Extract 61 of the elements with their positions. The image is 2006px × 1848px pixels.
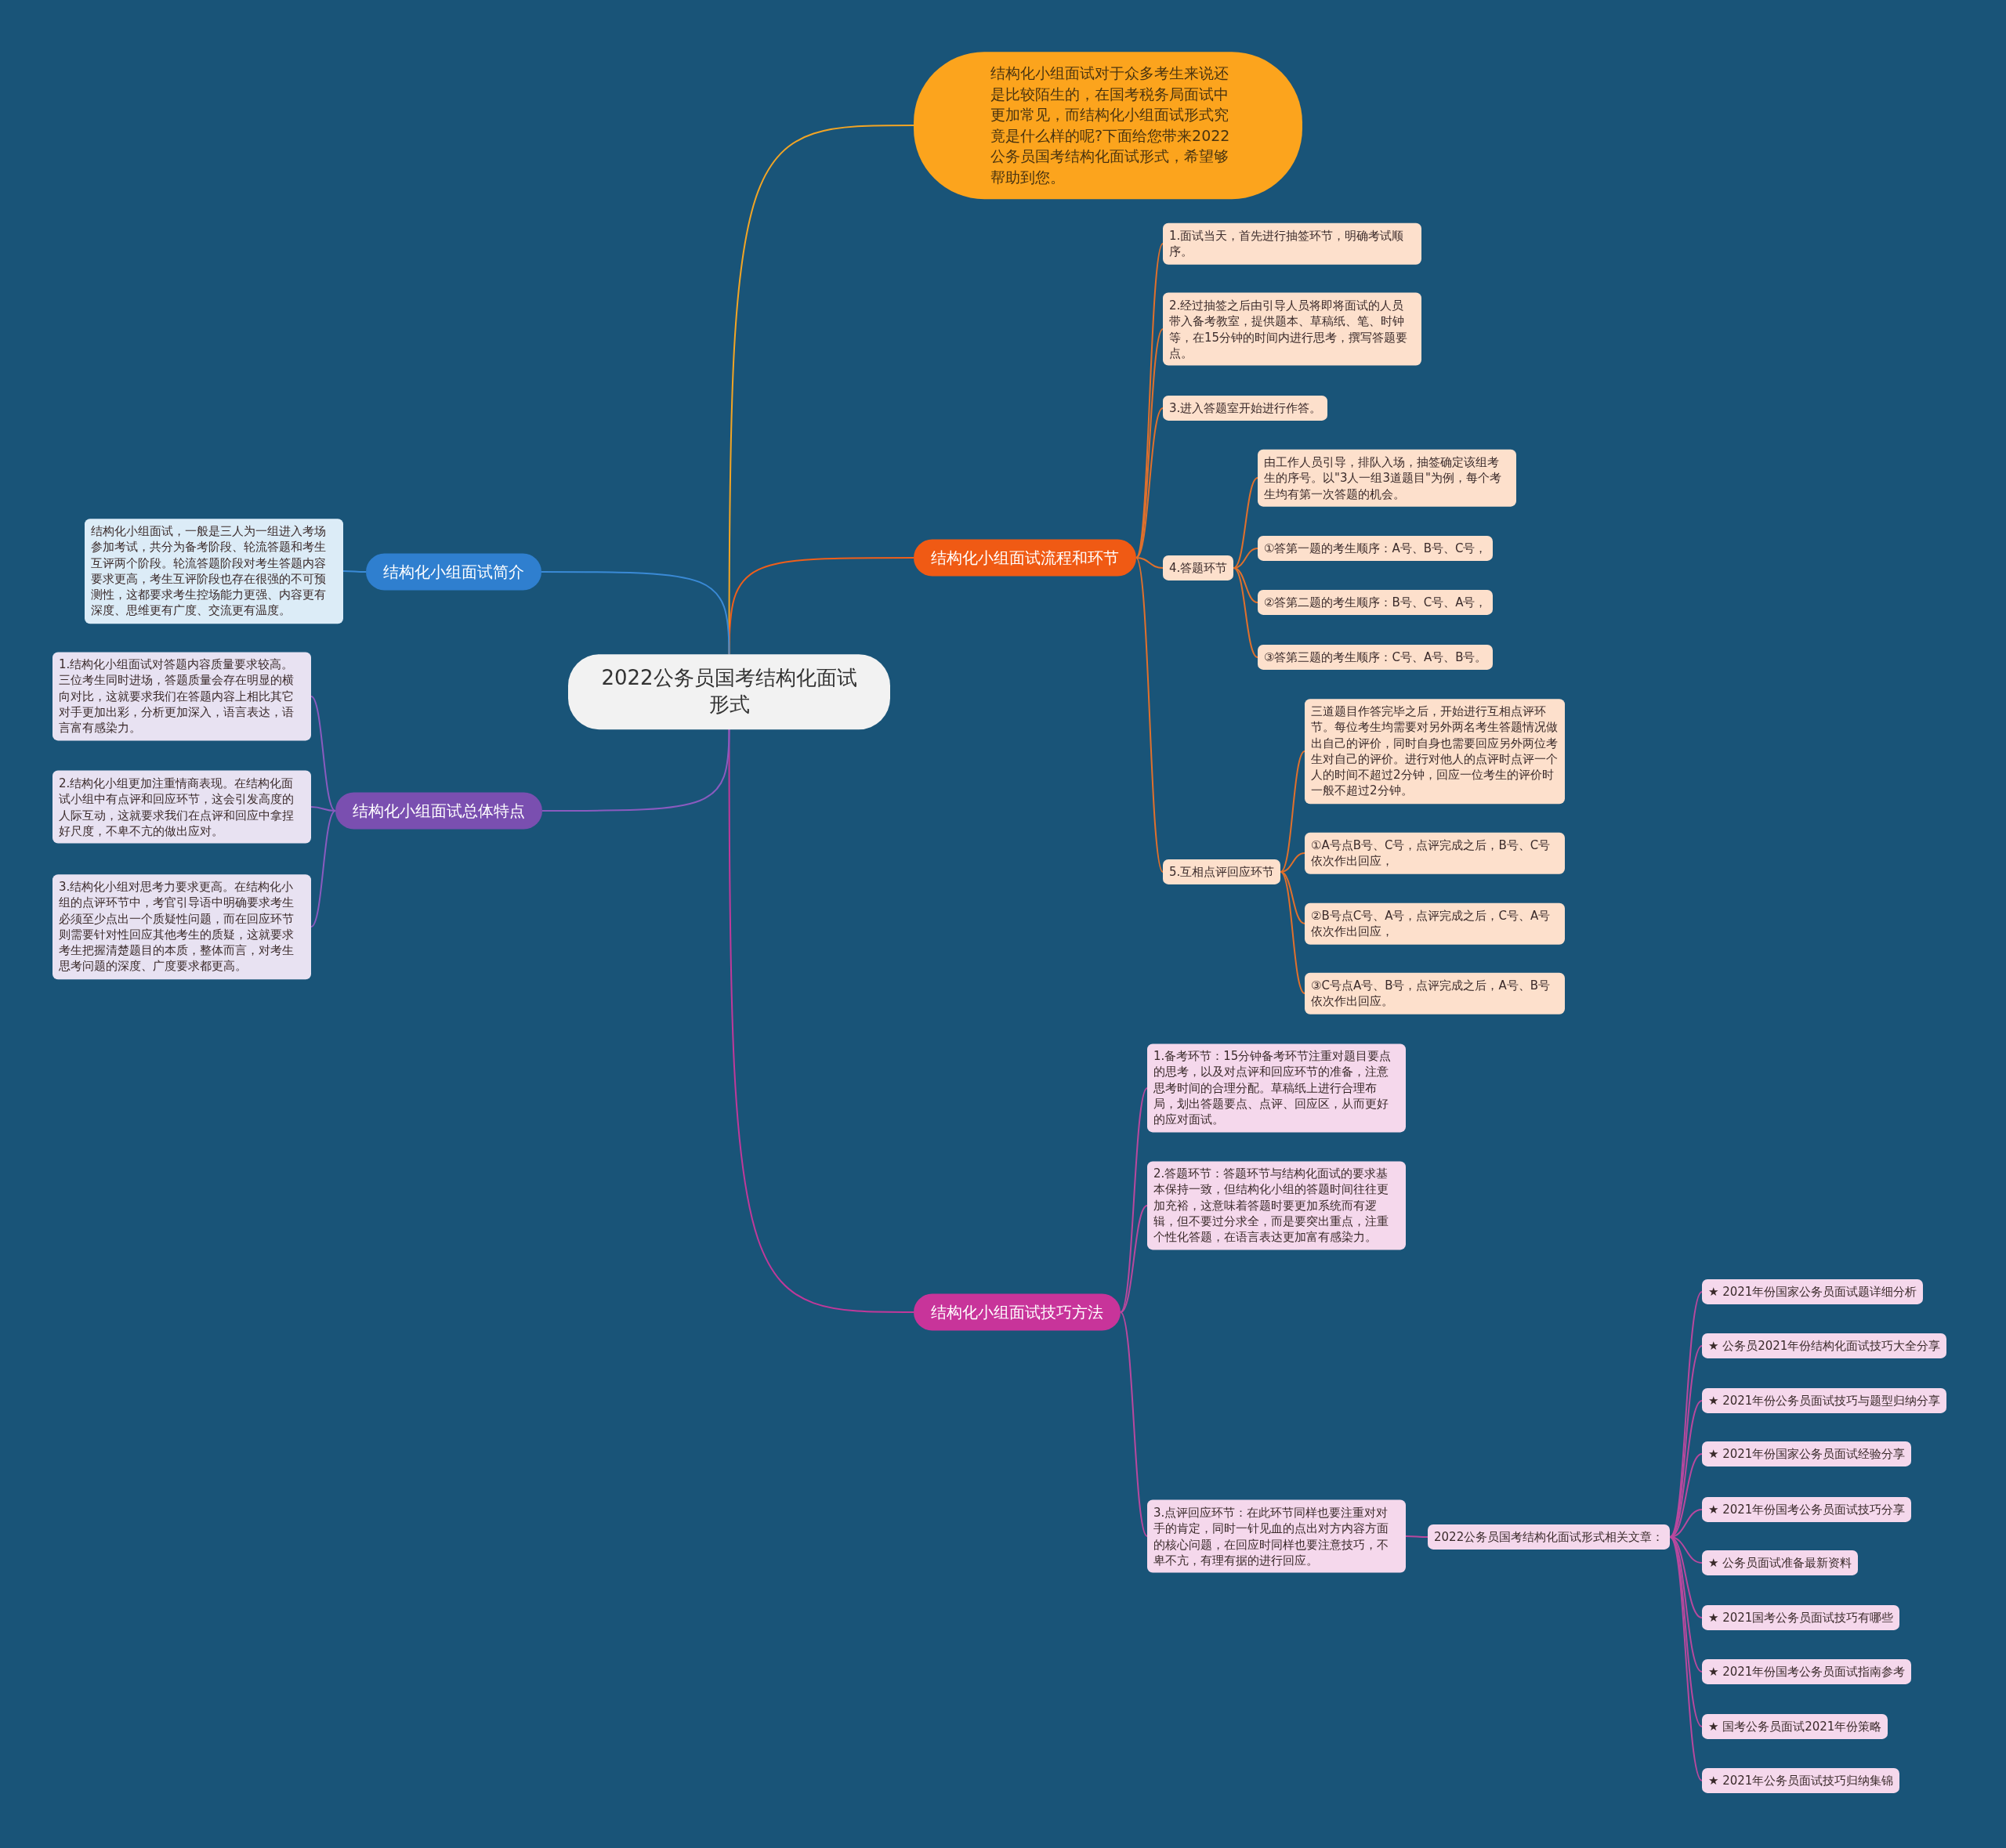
note-box: 1.结构化小组面试对答题内容质量要求较高。三位考生同时进场，答题质量会存在明显的横向对比，这就要求我们在答题内容上相比其它对手更加出彩，分析更加深入，语言表达，语言富有感染力。 <box>53 652 311 741</box>
note-box: 1.面试当天，首先进行抽签环节，明确考试顺序。 <box>1163 222 1421 265</box>
connector <box>1405 1535 1428 1538</box>
note-box: 5.互相点评回应环节 <box>1163 859 1281 885</box>
note-box: 2.答题环节：答题环节与结构化面试的要求基本保持一致，但结构化小组的答题时间往往更加充裕，这意味着答题时要更加系统而有逻辑，但不要过分求全，而是要突出重点，注重个性化答题，在语言表达更加富有感染力。 <box>1147 1161 1406 1250</box>
branch-topic: 结构化小组面试技巧方法 <box>914 1293 1121 1331</box>
connector <box>310 696 336 812</box>
connector <box>1135 557 1164 569</box>
connector <box>1135 243 1164 559</box>
note-box: 2022公务员国考结构化面试形式相关文章： <box>1428 1524 1671 1550</box>
note-box: 结构化小组面试，一般是三人为一组进入考场参加考试，共分为备考阶段、轮流答题和考生互评两个阶段。轮流答题阶段对考生答题内容要求更高，考生互评阶段也存在很强的不可预测性，这都要求考生控场能力更强、内容更有深度、思维更有广度、交流更有温度。 <box>85 519 343 624</box>
link-item: ★ 2021国考公务员面试技巧有哪些 <box>1702 1604 1900 1631</box>
central-topic: 2022公务员国考结构化面试形式 <box>568 654 890 729</box>
note-box: 1.备考环节：15分钟备考环节注重对题目要点的思考，以及对点评和回应环节的准备，注意思考时间的合理分配。草稿纸上进行合理布局，划出答题要点、点评、回应区，从而更好的应对面试。 <box>1147 1043 1406 1133</box>
link-item: ★ 2021年份国家公务员面试经验分享 <box>1702 1441 1912 1467</box>
note-box: ③答第三题的考生顺序：C号、A号、B号。 <box>1258 644 1494 671</box>
connector <box>310 806 336 812</box>
note-box: 三道题目作答完毕之后，开始进行互相点评环节。每位考生均需要对另外两名考生答题情况做出自己的评价，同时自身也需要回应另外两位考生对自己的评价。进行对他人的点评时点评一个人的时间不超过2分钟，回应一位考生的评价时一般不超过2分钟。 <box>1305 699 1565 804</box>
link-item: ★ 国考公务员面试2021年份策略 <box>1702 1713 1888 1740</box>
note-box: 3.进入答题室开始进行作答。 <box>1163 395 1328 421</box>
connector <box>1280 871 1305 994</box>
link-item: ★ 2021年份国考公务员面试指南参考 <box>1702 1658 1912 1685</box>
branch-topic: 结构化小组面试流程和环节 <box>914 539 1136 577</box>
connector <box>1120 1311 1148 1537</box>
link-item: ★ 公务员面试准备最新资料 <box>1702 1550 1859 1576</box>
connector <box>1135 557 1164 873</box>
connector <box>1233 477 1258 569</box>
note-box: ③C号点A号、B号，点评完成之后，A号、B号依次作出回应。 <box>1305 972 1565 1014</box>
note-box: 4.答题环节 <box>1163 555 1234 581</box>
connector <box>541 571 730 656</box>
connector <box>728 728 914 1313</box>
connector <box>1669 1345 1703 1538</box>
connector <box>1233 567 1258 658</box>
link-item: ★ 2021年份公务员面试技巧与题型归纳分享 <box>1702 1387 1947 1414</box>
link-item: ★ 2021年公务员面试技巧归纳集锦 <box>1702 1767 1900 1794</box>
connector <box>1135 407 1164 559</box>
connector <box>342 570 367 573</box>
connector <box>1233 567 1258 603</box>
link-item: ★ 2021年份国考公务员面试技巧分享 <box>1702 1496 1912 1523</box>
note-box: 2.经过抽签之后由引导人员将即将面试的人员带入备考教室，提供题本、草稿纸、笔、时钟等，在15分钟的时间内进行思考，撰写答题要点。 <box>1163 292 1421 366</box>
note-box: 3.结构化小组对思考力要求更高。在结构化小组的点评环节中，考官引导语中明确要求考生必须至少点出一个质疑性问题，而在回应环节则需要针对性回应其他考生的质疑，这就要求考生把握清楚题目的本质，整体而言，对考生思考问题的深度、广度要求都更高。 <box>53 874 311 979</box>
connector <box>1280 750 1305 873</box>
connector <box>1669 1536 1703 1727</box>
intro-bubble: 结构化小组面试对于众多考生来说还是比较陌生的，在国考税务局面试中更加常见，而结构化小组面试形式究竟是什么样的呢?下面给您带来2022公务员国考结构化面试形式，希望够帮助到您。 <box>914 52 1302 199</box>
link-item: ★ 公务员2021年份结构化面试技巧大全分享 <box>1702 1333 1947 1359</box>
note-box: 2.结构化小组更加注重情商表现。在结构化面试小组中有点评和回应环节，这会引发高度的人际互动，这就要求我们在点评和回应中拿捏好尺度，不卑不亢的做出应对。 <box>53 770 311 844</box>
connector <box>1120 1205 1148 1313</box>
connector <box>541 728 730 812</box>
note-box: ②B号点C号、A号，点评完成之后，C号、A号依次作出回应， <box>1305 902 1565 945</box>
note-box: 3.点评回应环节：在此环节同样也要注重对对手的肯定，同时一针见血的点出对方内容方面的核心问题，在回应时同样也要注意技巧，不卑不亢，有理有据的进行回应。 <box>1147 1499 1406 1573</box>
connector <box>310 810 336 928</box>
branch-topic: 结构化小组面试简介 <box>366 553 541 591</box>
link-item: ★ 2021年份国家公务员面试题详细分析 <box>1702 1278 1924 1305</box>
connector <box>1669 1536 1703 1781</box>
note-box: ①答第一题的考生顺序：A号、B号、C号， <box>1258 535 1494 562</box>
branch-topic: 结构化小组面试总体特点 <box>335 792 542 830</box>
note-box: ②答第二题的考生顺序：B号、C号、A号， <box>1258 589 1494 616</box>
note-box: ①A号点B号、C号，点评完成之后，B号、C号依次作出回应， <box>1305 832 1565 874</box>
note-box: 由工作人员引导，排队入场，抽签确定该组考生的序号。以"3人一组3道题目"为例，每个考生均有第一次答题的机会。 <box>1258 449 1516 507</box>
connector <box>1280 852 1305 873</box>
connector <box>1120 1087 1148 1313</box>
